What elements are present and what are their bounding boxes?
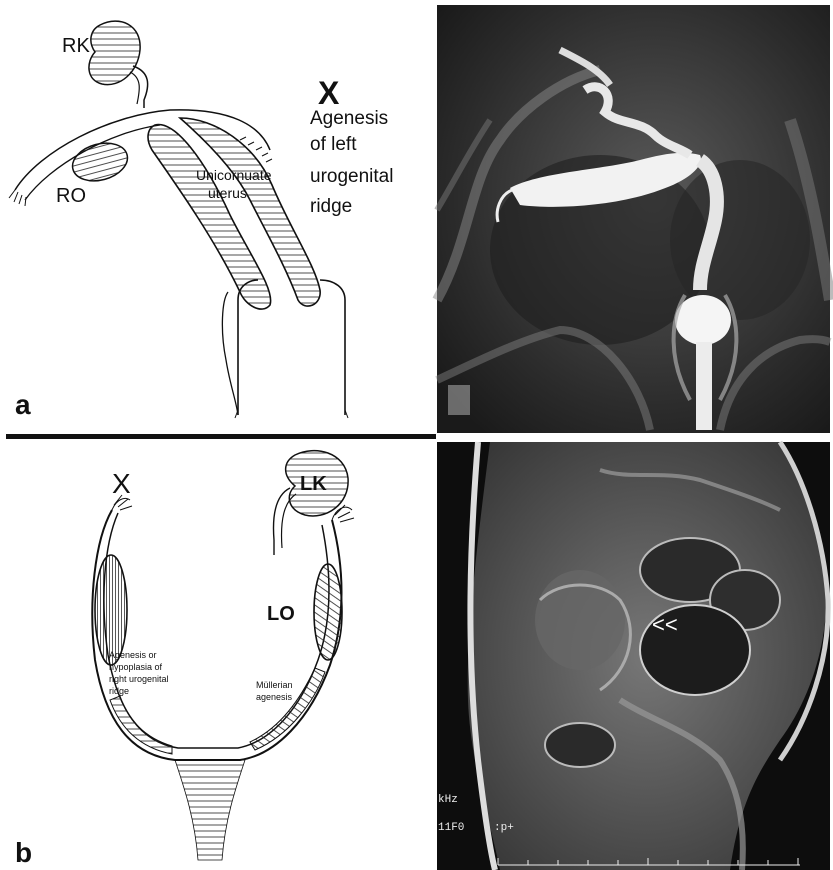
mri-text-khz: kHz xyxy=(438,794,458,806)
mri-text-series: 11F0 xyxy=(438,822,464,834)
left-ovary xyxy=(314,564,342,660)
label-x-b: X xyxy=(112,468,131,499)
agenesis-left-3: urogenital xyxy=(310,166,393,187)
mri-text-p: :p+ xyxy=(494,822,514,834)
panel-label-b: b xyxy=(15,837,32,868)
panel-a-drawing: RK RO X Unicornuate uterus Agenesis of l… xyxy=(0,0,433,433)
mullerian-label-2: agenesis xyxy=(256,692,293,702)
agenesis-right-3: right urogenital xyxy=(109,674,169,684)
panel-b-drawing: X LK LO Agenesis or hypoplasia of right … xyxy=(0,440,433,870)
panel-divider xyxy=(6,434,436,439)
label-rk: RK xyxy=(62,35,90,57)
mri-arrow-marker: << xyxy=(652,612,678,637)
uterus-label-2: uterus xyxy=(208,185,247,201)
panel-label-a: a xyxy=(15,389,31,420)
hsg-contrast-bulb xyxy=(675,295,731,345)
label-lk: LK xyxy=(300,473,327,495)
uterus-label-1: Unicornuate xyxy=(196,167,272,183)
label-lo: LO xyxy=(267,603,295,625)
agenesis-left-4: ridge xyxy=(310,196,352,217)
mullerian-label-1: Müllerian xyxy=(256,680,293,690)
label-ro: RO xyxy=(56,185,86,207)
agenesis-right-2: hypoplasia of xyxy=(109,662,163,672)
agenesis-left-2: of left xyxy=(310,134,357,155)
agenesis-left-1: Agenesis xyxy=(310,108,388,129)
agenesis-right-1: Agenesis or xyxy=(109,650,157,660)
panel-a-hsg-image xyxy=(437,5,830,433)
label-x-a: X xyxy=(318,75,340,111)
agenesis-right-4: ridge xyxy=(109,686,129,696)
panel-b-mri-image: << kHz 11F0 :p+ xyxy=(437,442,830,870)
right-side-ovary xyxy=(95,555,127,665)
